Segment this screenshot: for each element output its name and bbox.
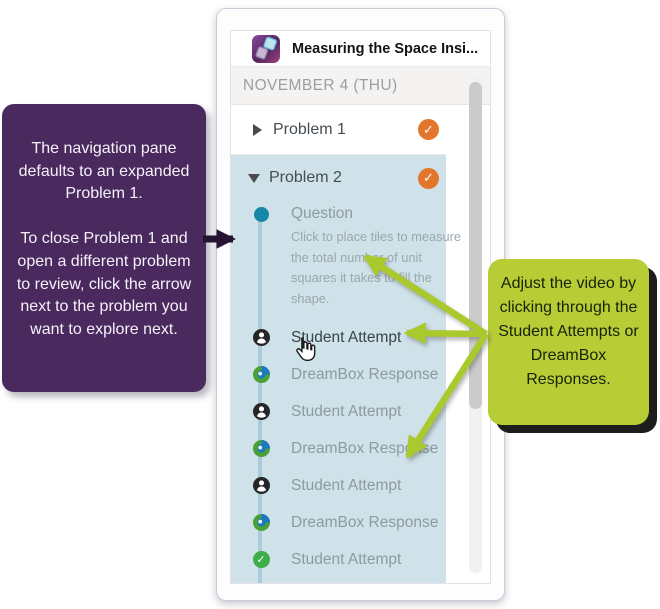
timeline-item-label: DreamBox Response [291, 439, 439, 457]
student-attempt-icon [252, 329, 270, 346]
expand-caret-icon[interactable] [253, 123, 262, 136]
callout-text: Adjust the video by clicking through the… [498, 275, 639, 388]
navigation-callout: The navigation pane defaults to an expan… [2, 104, 206, 392]
collapse-caret-icon[interactable] [248, 173, 260, 183]
lesson-header: Measuring the Space Insi... [231, 31, 490, 67]
completed-badge-icon: ✓ [418, 119, 439, 140]
scrollbar-track[interactable] [469, 77, 482, 573]
problem-2-row[interactable]: Problem 2 ✓ [231, 155, 446, 201]
video-adjust-callout: Adjust the video by clicking through the… [488, 259, 649, 425]
dreambox-response-icon [252, 440, 270, 457]
student-attempt-icon [252, 403, 270, 420]
problem-2-section: Problem 2 ✓ Question Click to place tile… [231, 155, 461, 583]
timeline-item[interactable]: Student Attempt [231, 393, 446, 430]
dreambox-response-icon [252, 366, 270, 383]
timeline-item[interactable]: Question [231, 201, 446, 227]
timeline-item-label: DreamBox Response [291, 513, 439, 531]
problem-list: Problem 1 ✓ Problem 2 ✓ Question [231, 105, 461, 583]
timeline-item-label: Student Attempt [291, 402, 402, 420]
timeline-item[interactable]: Student Attempt [231, 319, 446, 356]
student-attempt-icon [252, 477, 270, 494]
student-complete-icon: ✓ [252, 551, 270, 568]
callout-paragraph: The navigation pane defaults to an expan… [18, 140, 190, 203]
review-window: Measuring the Space Insi... NOVEMBER 4 (… [216, 8, 505, 601]
lesson-title: Measuring the Space Insi... [292, 40, 479, 57]
timeline-item[interactable]: DreamBox Response [231, 504, 446, 541]
timeline-item[interactable]: ✓ Student Attempt [231, 541, 446, 578]
problem-label: Problem 1 [273, 120, 346, 138]
date-header: NOVEMBER 4 (THU) [231, 67, 490, 105]
scrollbar-thumb[interactable] [469, 82, 482, 409]
timeline-item-label: Student Attempt [291, 476, 402, 494]
completed-badge-icon: ✓ [418, 167, 439, 189]
timeline-item[interactable]: DreamBox Response [231, 356, 446, 393]
timeline-item-label: DreamBox Response [291, 365, 439, 383]
callout-paragraph: To close Problem 1 and open a different … [16, 230, 192, 339]
navigation-pane: Measuring the Space Insi... NOVEMBER 4 (… [230, 30, 491, 584]
timeline-item[interactable]: DreamBox Response [231, 430, 446, 467]
question-dot-icon [253, 206, 269, 222]
timeline-item-label: Student Attempt [291, 550, 402, 568]
timeline-items: Question Click to place tiles to measure… [231, 201, 461, 578]
hand-cursor-icon [296, 337, 316, 362]
dreambox-response-icon [252, 514, 270, 531]
timeline-item-label: Question [291, 205, 354, 222]
timeline-item-description: Click to place tiles to measure the tota… [291, 229, 461, 306]
problem-1-row[interactable]: Problem 1 ✓ [231, 105, 446, 155]
lesson-thumbnail-icon [252, 34, 280, 63]
problem-label: Problem 2 [269, 169, 342, 186]
timeline-line [258, 211, 262, 583]
timeline-item[interactable]: Student Attempt [231, 467, 446, 504]
